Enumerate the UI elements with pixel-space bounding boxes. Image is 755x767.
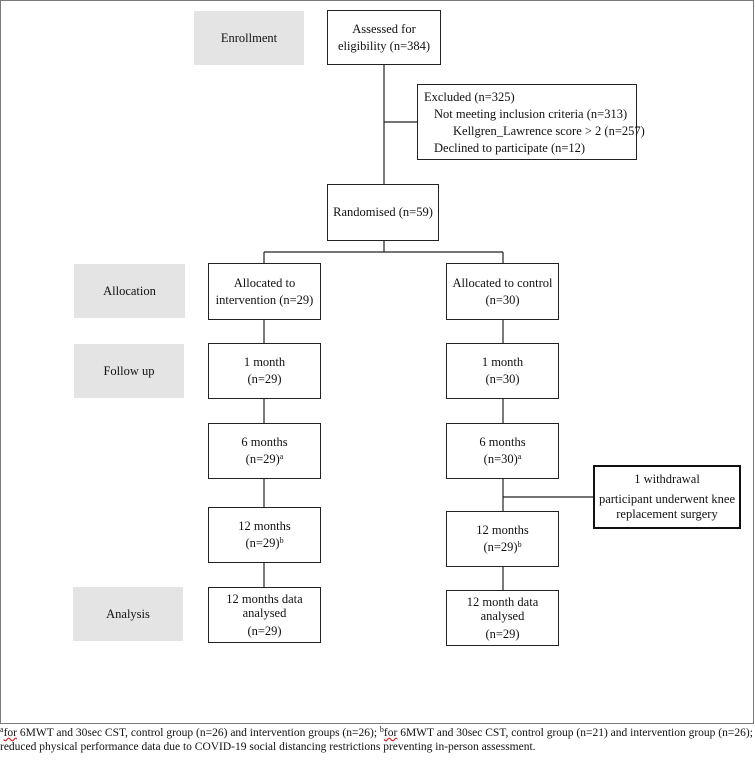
intervention-month1-box: 1 month (n=29)	[208, 343, 321, 399]
excluded-line1: Excluded (n=325)	[424, 90, 515, 104]
intervention-month12-footnote-mark: b	[279, 536, 284, 545]
footnote-part1-text: 6MWT and 30sec CST, control group (n=26)…	[16, 727, 380, 739]
randomised-box: Randomised (n=59)	[327, 184, 439, 241]
stage-follow-up-label: Follow up	[103, 363, 155, 378]
intervention-month6-line2: (n=29)	[245, 452, 280, 466]
footnote-part2-text: 6MWT and 30sec CST, control group (n=21)…	[0, 727, 753, 753]
control-month1-box: 1 month (n=30)	[446, 343, 559, 399]
flowchart-frame	[0, 0, 754, 724]
control-allocated-line2: (n=30)	[485, 292, 520, 307]
withdrawal-box: 1 withdrawal participant underwent knee …	[593, 465, 741, 529]
control-month6-line2: (n=30)	[483, 452, 518, 466]
intervention-month12-line2: (n=29)	[245, 536, 280, 550]
assessed-box: Assessed for eligibility (n=384)	[327, 10, 441, 65]
control-month6-box: 6 months (n=30)a	[446, 423, 559, 479]
randomised-label: Randomised (n=59)	[333, 205, 433, 219]
intervention-month6-line1: 6 months	[241, 435, 288, 449]
control-month6-footnote-mark: a	[517, 452, 522, 461]
control-month6-line1: 6 months	[479, 435, 526, 449]
control-analysis-line3: (n=29)	[485, 627, 520, 641]
intervention-allocated-line2: intervention (n=29)	[215, 292, 314, 307]
control-month12-line1: 12 months	[476, 523, 529, 537]
control-month12-box: 12 months (n=29)b	[446, 511, 559, 567]
footnote-mark-a: a	[0, 725, 4, 734]
control-allocated-box: Allocated to control (n=30)	[446, 263, 559, 320]
control-analysis-box: 12 month data analysed (n=29)	[446, 590, 559, 646]
footnote-mark-b: b	[379, 725, 384, 734]
excluded-line2: Not meeting inclusion criteria (n=313)	[434, 107, 628, 121]
stage-allocation-label: Allocation	[103, 283, 156, 298]
stage-enrollment: Enrollment	[194, 11, 304, 65]
excluded-line3: Kellgren_Lawrence score > 2 (n=257)	[453, 124, 645, 138]
intervention-month12-box: 12 months (n=29)b	[208, 507, 321, 563]
assessed-line1: Assessed for	[352, 21, 416, 36]
intervention-allocated-box: Allocated to intervention (n=29)	[208, 263, 321, 320]
intervention-month1-line2: (n=29)	[247, 372, 282, 386]
control-month12-footnote-mark: b	[517, 540, 522, 549]
intervention-analysis-line2: analysed	[242, 606, 287, 620]
footnote-part1-word: for	[3, 727, 17, 739]
intervention-allocated-line1: Allocated to	[233, 275, 296, 290]
control-allocated-line1: Allocated to control	[452, 275, 553, 290]
intervention-analysis-line3: (n=29)	[247, 624, 282, 638]
control-analysis-line2: analysed	[480, 609, 525, 623]
intervention-month12-line1: 12 months	[238, 519, 291, 533]
withdrawal-line3: replacement surgery	[616, 507, 718, 521]
stage-analysis: Analysis	[73, 587, 183, 641]
intervention-month1-line1: 1 month	[243, 355, 286, 369]
assessed-line2: eligibility (n=384)	[337, 38, 431, 53]
footnote-part2-word: for	[383, 727, 398, 739]
intervention-month6-box: 6 months (n=29)a	[208, 423, 321, 479]
stage-allocation: Allocation	[74, 264, 185, 318]
withdrawal-line2: participant underwent knee	[598, 492, 736, 506]
control-month1-line2: (n=30)	[485, 372, 520, 386]
excluded-line4: Declined to participate (n=12)	[434, 141, 586, 155]
control-analysis-line1: 12 month data	[466, 595, 539, 609]
footnote: afor 6MWT and 30sec CST, control group (…	[0, 725, 755, 754]
excluded-box: Excluded (n=325) Not meeting inclusion c…	[417, 84, 645, 160]
connector-lines	[263, 65, 593, 590]
control-month12-line2: (n=29)	[483, 540, 518, 554]
control-month1-line1: 1 month	[481, 355, 524, 369]
stage-follow-up: Follow up	[74, 344, 184, 398]
intervention-analysis-line1: 12 months data	[226, 592, 303, 606]
stage-analysis-label: Analysis	[106, 606, 150, 621]
intervention-analysis-box: 12 months data analysed (n=29)	[208, 587, 321, 643]
intervention-month6-footnote-mark: a	[279, 452, 284, 461]
stage-enrollment-label: Enrollment	[220, 30, 278, 45]
withdrawal-line1: 1 withdrawal	[634, 472, 700, 486]
